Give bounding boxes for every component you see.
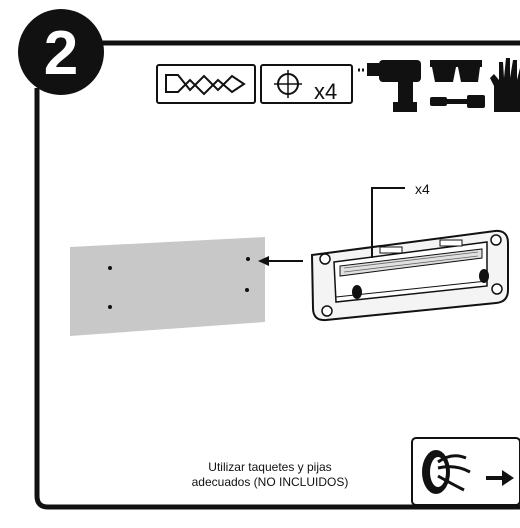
- step-number-badge: 2: [18, 9, 104, 95]
- wall-mount-bracket: [310, 229, 509, 322]
- arrow-right-icon: [486, 470, 514, 486]
- screw-hole-callout-line: [371, 187, 405, 258]
- step-frame: [34, 40, 520, 510]
- drill-hole-marker: [108, 305, 112, 309]
- screw-hole-quantity-label: x4: [415, 181, 430, 197]
- hardware-note-line-1: Utilizar taquetes y pijas: [208, 460, 332, 474]
- drill-hole-marker: [245, 288, 249, 292]
- hardware-note: Utilizar taquetes y pijas adecuados (NO …: [150, 460, 390, 490]
- step-number: 2: [44, 19, 78, 88]
- hardware-note-line-2: adecuados (NO INCLUIDOS): [191, 475, 349, 489]
- safety-glasses-icon: [430, 60, 482, 82]
- anchor-quantity-label: x4: [314, 79, 338, 104]
- mounting-direction-arrow: [258, 256, 303, 266]
- drill-hole-marker: [108, 266, 112, 270]
- screwdriver-icon: [430, 95, 485, 108]
- power-drill-icon: [358, 60, 421, 112]
- drill-hole-marker: [246, 257, 250, 261]
- crosshair-icon: [274, 70, 302, 98]
- drill-bit-icon: [156, 64, 256, 104]
- work-glove-icon: [490, 58, 520, 112]
- wall-panel: [70, 237, 265, 336]
- cable-passthrough-icon: [422, 450, 471, 494]
